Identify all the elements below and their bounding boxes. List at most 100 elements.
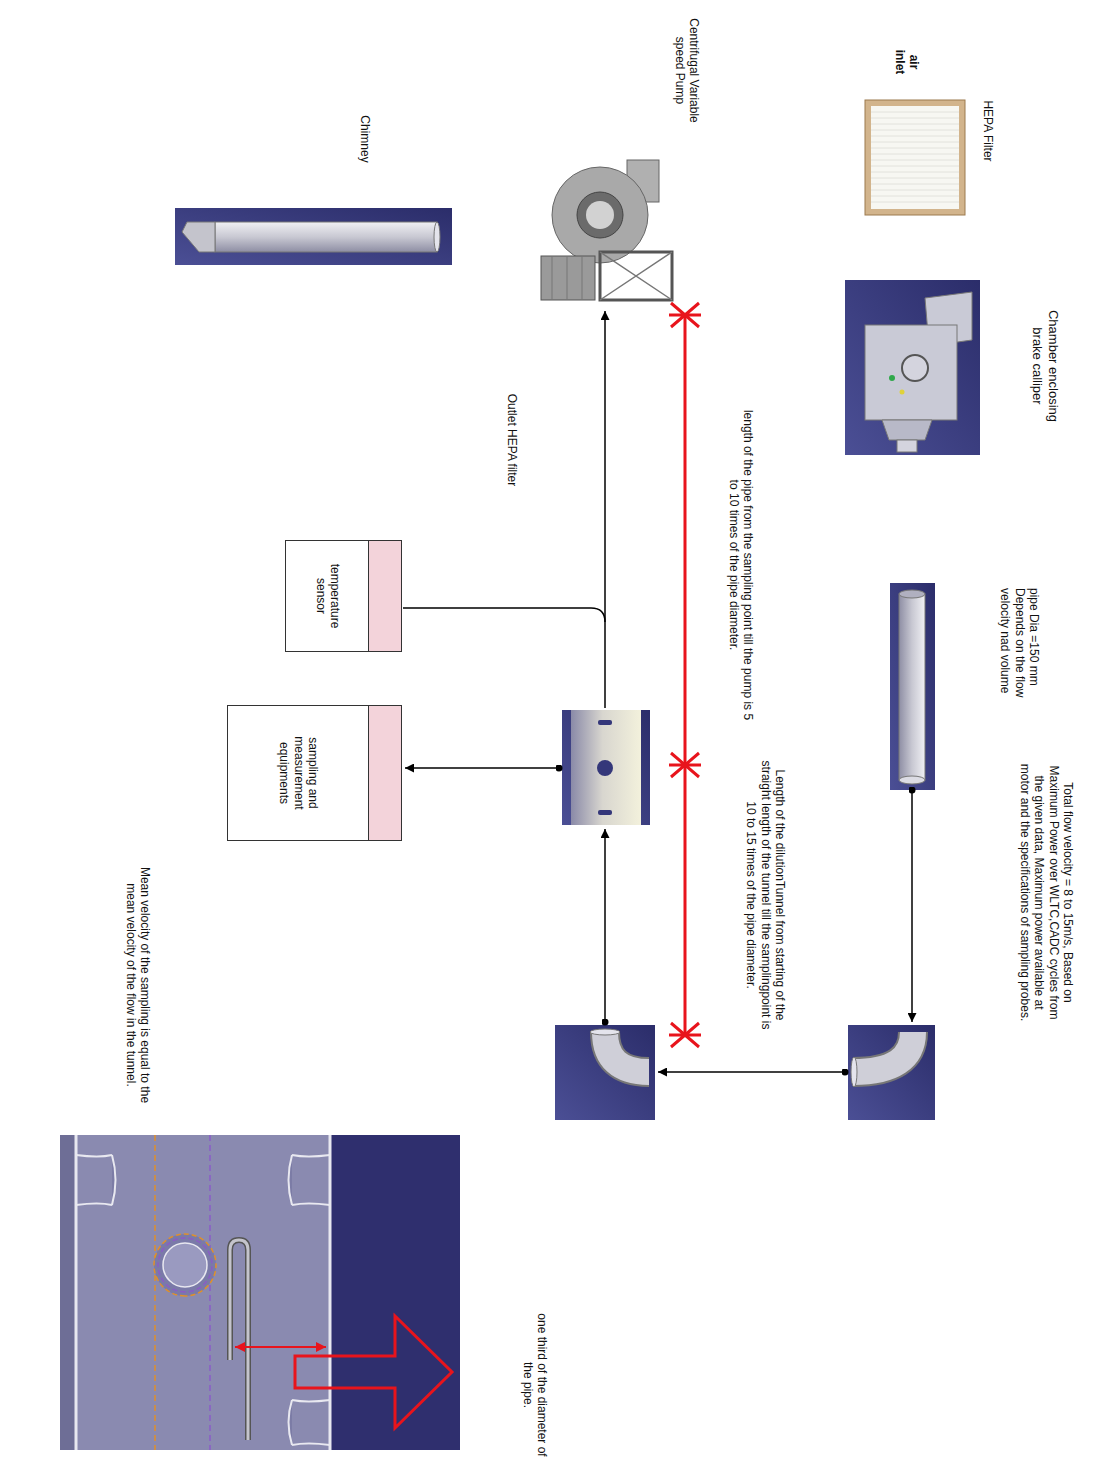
- elbow-picture: [605, 1032, 649, 1072]
- chamber-picture: [889, 375, 895, 381]
- probe-detail-view: [289, 1155, 331, 1205]
- elbow-picture: [605, 1032, 649, 1072]
- hepa-filter-picture: [865, 100, 965, 215]
- flow-line: [405, 767, 559, 769]
- hepa-filter-picture: [865, 100, 965, 215]
- pipe-picture: [899, 594, 925, 780]
- pump-picture: [541, 256, 595, 300]
- probe-detail-view: [295, 1316, 452, 1428]
- chimney-picture: [175, 208, 452, 265]
- hepa-filter-picture: [871, 106, 959, 209]
- chamber-picture: [865, 325, 957, 420]
- pump-picture: [552, 256, 582, 300]
- hepa-filter-picture: [871, 112, 959, 202]
- header-strip: [368, 706, 401, 840]
- sampling-section-picture: [598, 720, 612, 725]
- flow-line: [403, 311, 912, 1072]
- part-label: Centrifugal Variable speed Pump: [672, 18, 701, 123]
- part-label: HEPA Filter: [981, 95, 995, 167]
- chamber-picture: [900, 390, 905, 395]
- note-text: Total flow velocity = 8 to 15m/s, Based …: [1017, 760, 1075, 1025]
- header-strip: [368, 541, 401, 651]
- brake-chamber: Chamber enclosing brake calliper: [843, 278, 1067, 458]
- dimension-line: [669, 303, 701, 1047]
- probe-detail-view: [60, 1135, 460, 1450]
- elbow-picture: [555, 1025, 655, 1120]
- sampling-section-picture: [562, 710, 650, 825]
- note-text: Mean velocity of the sampling is equal t…: [123, 865, 152, 1105]
- elbow-picture: [590, 1029, 620, 1035]
- dimension-note: length of the pipe from the sampling poi…: [726, 405, 755, 725]
- probe-detail-view: [60, 1135, 460, 1450]
- probe-detail-view: [230, 1240, 248, 1440]
- probe-detail-view: [76, 1155, 116, 1205]
- elbow-picture: [555, 1025, 655, 1120]
- pipe-picture: [890, 583, 935, 790]
- probe-detail-view: [154, 1135, 156, 1450]
- part-label: Chimney: [358, 108, 372, 170]
- chamber-picture: [845, 280, 980, 455]
- elbow-picture: [851, 1057, 857, 1087]
- pipe-picture: [899, 590, 925, 598]
- pump-picture: [552, 167, 648, 263]
- probe-detail-view: [289, 1400, 331, 1445]
- elbow-picture: [853, 1032, 913, 1072]
- box-text: sampling and measurement equipments: [277, 706, 320, 840]
- part-label: pipe Dia =150 mm Depends on the flow vel…: [998, 588, 1041, 720]
- sampling-section-picture: [597, 760, 613, 776]
- pump-picture: [541, 160, 672, 300]
- probe-detail-view: [75, 1135, 78, 1450]
- centrifugal-pump: Centrifugal Variable speed Pump: [533, 18, 705, 308]
- chamber-picture: [902, 355, 928, 381]
- sensor-box: temperature sensor: [285, 540, 402, 652]
- probe-detail-view: [60, 1135, 75, 1450]
- probe-detail-view: [230, 1240, 248, 1440]
- chimney-picture: [434, 222, 440, 252]
- sampling-section-picture: [562, 710, 650, 825]
- dimension-line: [669, 753, 701, 777]
- elbow-picture: [853, 1032, 913, 1072]
- pump-picture: [600, 252, 672, 300]
- chamber-picture: [845, 280, 980, 455]
- equipment-box: sampling and measurement equipments: [227, 705, 402, 841]
- elbow-picture: [848, 1025, 935, 1120]
- flow-line: [604, 829, 606, 1022]
- chimney-picture: [182, 222, 215, 252]
- dimension-line: [669, 303, 701, 327]
- hepa-filter: HEPA Filter: [863, 95, 999, 220]
- flow-line: [604, 311, 606, 708]
- probe-detail-view: [154, 1234, 216, 1296]
- part-label: Outlet HEPA filter: [505, 370, 519, 510]
- sampling-section-picture: [571, 710, 641, 825]
- pump-picture: [577, 192, 623, 238]
- probe-detail-view: [209, 1135, 211, 1450]
- chimney-picture: [175, 208, 452, 265]
- sampling-section-picture: [598, 810, 612, 815]
- inlet-label: air inlet: [892, 42, 921, 82]
- dimension-line: [684, 315, 687, 1035]
- pipe-picture: [890, 583, 935, 790]
- elbow-picture: [848, 1025, 935, 1120]
- dilution-pipe: pipe Dia =150 mm Depends on the flow vel…: [888, 580, 1045, 792]
- probe-detail-view: [158, 1238, 212, 1292]
- probe-detail-view: [329, 1135, 332, 1450]
- part-label: Chamber enclosing brake calliper: [1030, 296, 1061, 436]
- flow-line: [911, 790, 913, 1022]
- dimension-note: Length of the dilutionTunnel from starti…: [744, 760, 787, 1030]
- chamber-picture: [897, 440, 917, 452]
- chamber-picture: [882, 420, 932, 440]
- box-text: temperature sensor: [313, 541, 342, 651]
- probe-detail-view: [163, 1243, 207, 1287]
- chimney: Chimney: [172, 108, 454, 268]
- pipe-picture: [899, 776, 925, 784]
- dimension-note: one third of the diameter of the pipe.: [520, 1310, 549, 1460]
- flow-line: [403, 608, 605, 622]
- chimney-picture: [215, 222, 437, 252]
- pump-picture: [600, 252, 672, 300]
- dimension-line: [669, 1023, 701, 1047]
- probe-detail-view: [235, 1346, 326, 1348]
- flow-line: [658, 1071, 845, 1073]
